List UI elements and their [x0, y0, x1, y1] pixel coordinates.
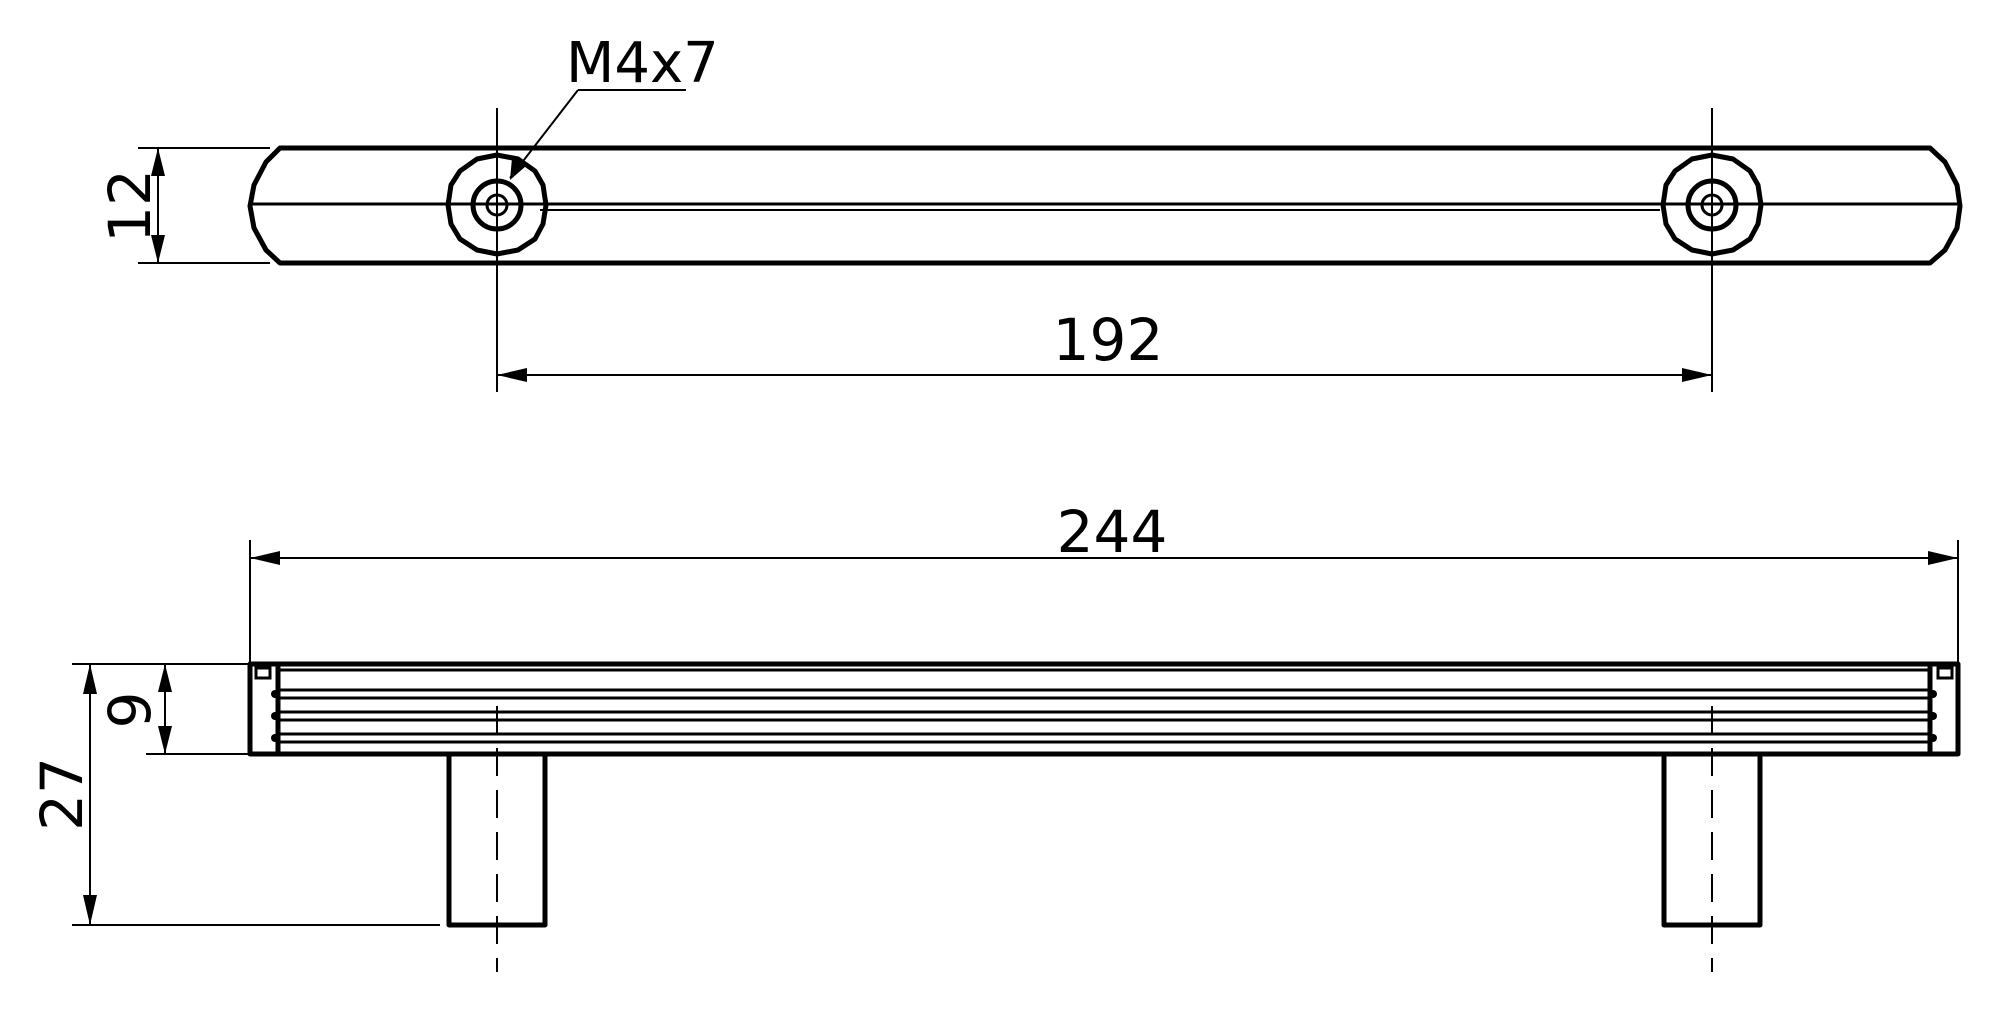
dim-12-text: 12	[96, 169, 164, 243]
dim-192-arrow-left	[497, 368, 527, 382]
thread-label: M4x7	[566, 31, 719, 96]
dim-244-arrow-left	[250, 551, 280, 565]
dim-12-arrow-bottom	[151, 235, 165, 263]
right-mounting-hole	[1660, 108, 1764, 300]
dim-9-arrow-top	[158, 664, 172, 692]
end-detail	[254, 666, 272, 680]
dimension-244: 244	[249, 498, 1959, 662]
dimension-192: 192	[496, 300, 1713, 392]
end-detail	[271, 690, 279, 698]
left-mounting-hole	[445, 108, 549, 300]
end-detail	[1929, 734, 1937, 742]
dim-244-text: 244	[1057, 498, 1168, 566]
end-detail	[271, 734, 279, 742]
dim-12-arrow-top	[151, 148, 165, 176]
side-view-bar-outline	[247, 661, 1961, 757]
thread-callout: M4x7	[509, 31, 719, 180]
thread-leader-arrowhead	[510, 158, 526, 180]
end-detail	[1929, 712, 1937, 720]
dim-9-arrow-bottom	[158, 726, 172, 754]
bar-end-details	[254, 666, 1954, 742]
dim-27-arrow-top	[83, 664, 97, 694]
side-view: 244	[28, 498, 1961, 972]
bar-grooves	[278, 668, 1930, 744]
dim-192-text: 192	[1053, 306, 1164, 374]
dim-27-text: 27	[28, 757, 96, 831]
dim-192-arrow-right	[1682, 368, 1712, 382]
dimension-27: 27	[28, 664, 440, 926]
dim-27-arrow-bottom	[83, 895, 97, 925]
top-view-bar-outline	[247, 145, 1963, 266]
dimension-9: 9	[72, 663, 250, 755]
dim-244-arrow-right	[1928, 551, 1958, 565]
end-detail	[271, 712, 279, 720]
end-detail	[1936, 666, 1954, 680]
dim-9-text: 9	[96, 692, 164, 729]
dimension-12: 12	[96, 147, 270, 264]
end-detail	[1929, 690, 1937, 698]
top-view: M4x7 12 192	[96, 31, 1963, 392]
